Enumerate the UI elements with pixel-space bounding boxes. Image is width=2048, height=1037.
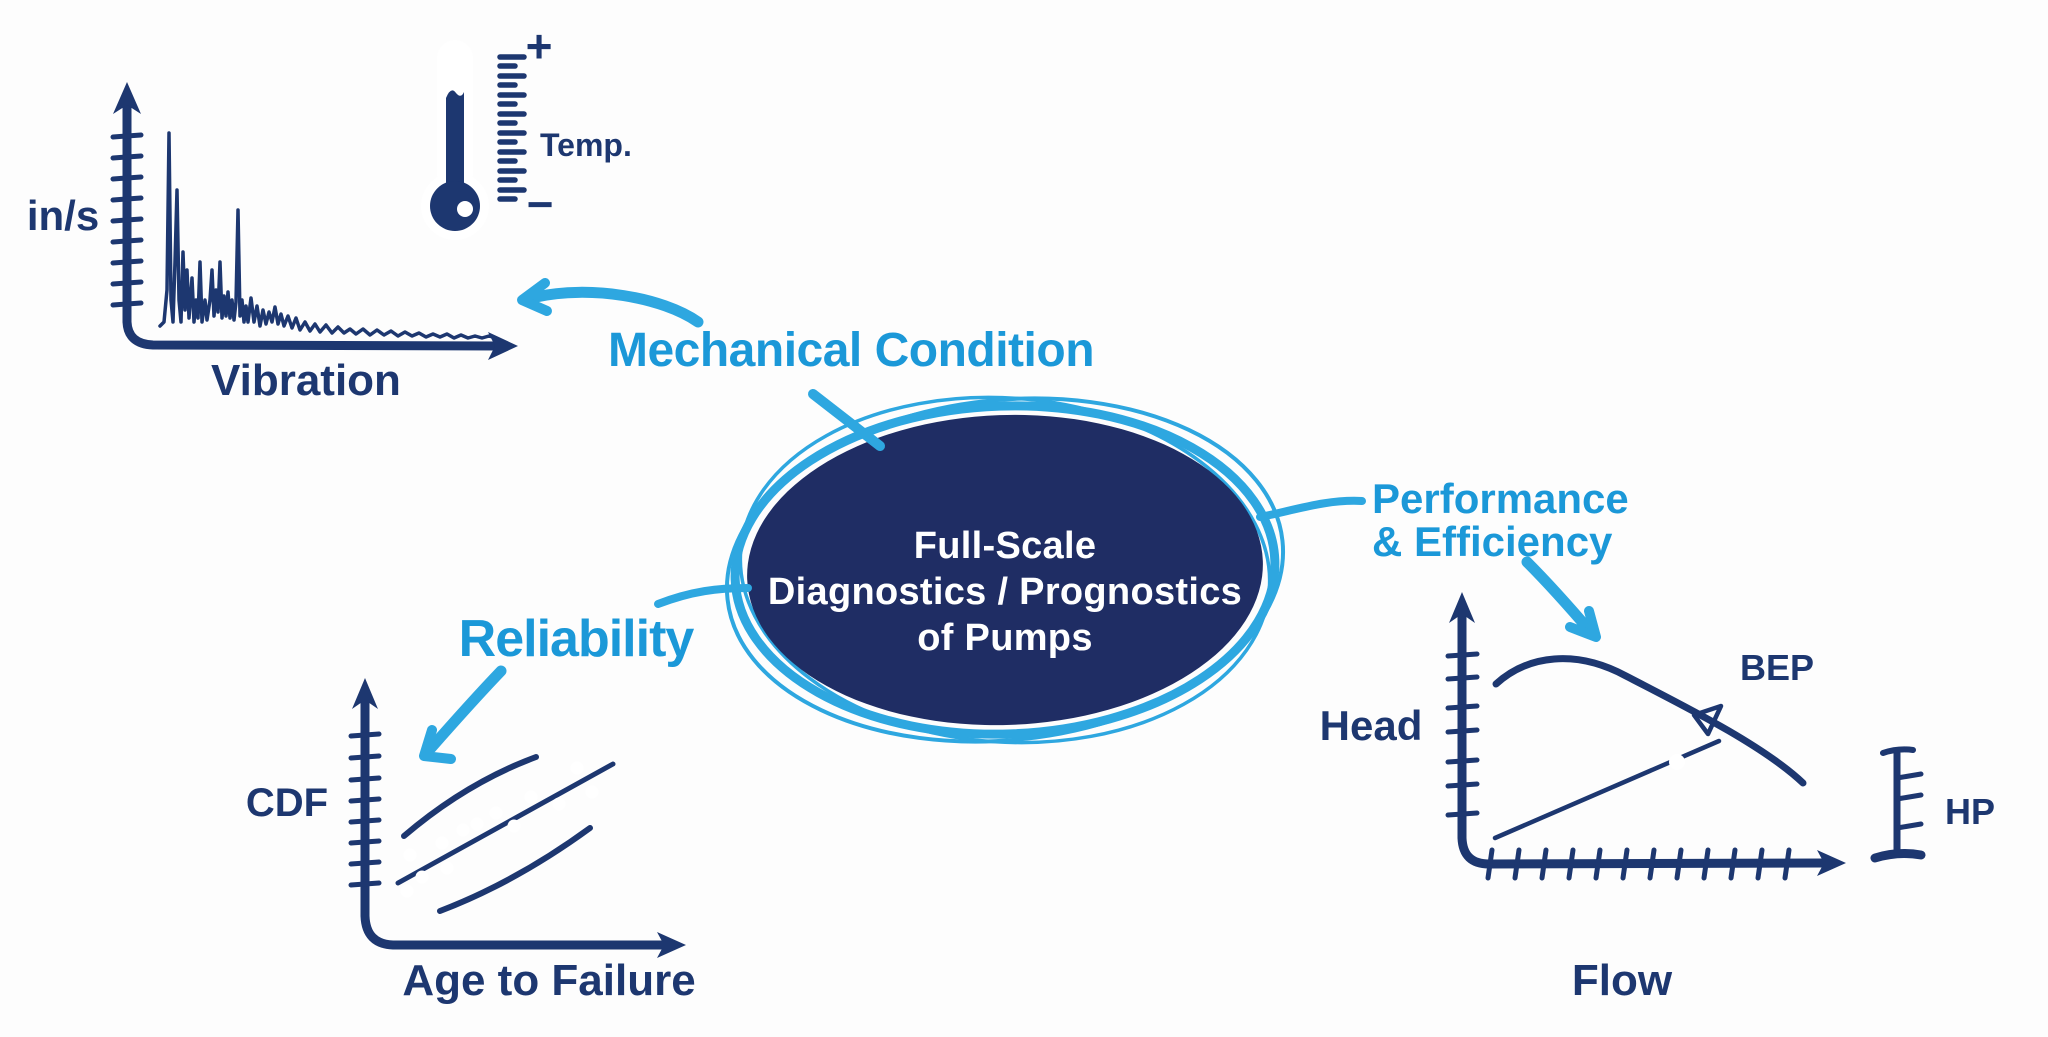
vibration-x-axis-label: Vibration bbox=[211, 356, 401, 405]
vibration-y-ticks bbox=[110, 132, 144, 308]
pump-y-ticks bbox=[1445, 651, 1480, 818]
vibration-y-axis-label: in/s bbox=[26, 192, 100, 239]
reliability-arrow bbox=[419, 665, 507, 764]
cdf-lower-band bbox=[437, 825, 593, 914]
branch-label-mechanical-condition: Mechanical Condition bbox=[607, 324, 1095, 377]
branch-label-reliability: Reliability bbox=[458, 610, 695, 668]
head-capacity-curve bbox=[1492, 655, 1807, 787]
bep-open-arrowhead bbox=[1691, 703, 1724, 737]
pump-y-axis-label: Head bbox=[1319, 702, 1423, 749]
cdf-x-axis-label: Age to Failure bbox=[402, 956, 696, 1005]
vibration-chart bbox=[110, 82, 518, 360]
mechanical-connector bbox=[808, 389, 885, 451]
cdf-fit-line bbox=[395, 761, 616, 886]
performance-arrow bbox=[1521, 556, 1601, 642]
temp-scale-icon bbox=[497, 54, 527, 202]
operating-point-marker bbox=[1669, 754, 1685, 770]
center-ellipse-title: Full-Scale Diagnostics / Prognostics of … bbox=[725, 523, 1285, 661]
cdf-upper-band bbox=[401, 754, 539, 839]
thermometer-icon bbox=[421, 40, 489, 240]
pump-chart bbox=[1445, 592, 1846, 881]
temp-minus-sign: − bbox=[526, 178, 554, 230]
temp-plus-sign: + bbox=[525, 20, 553, 72]
performance-connector bbox=[1256, 496, 1366, 521]
center-title-line1: Full-Scale bbox=[913, 525, 1097, 567]
cdf-scatter-points bbox=[400, 761, 599, 898]
temp-label: Temp. bbox=[540, 127, 632, 163]
center-ellipse bbox=[724, 395, 1286, 745]
branch-label-performance-line1: Performance bbox=[1372, 475, 1629, 522]
center-title-line2: Diagnostics / Prognostics bbox=[767, 571, 1243, 613]
vibration-spectrum-trace bbox=[158, 131, 498, 340]
bep-label: BEP bbox=[1739, 647, 1815, 688]
pump-x-axis-label: Flow bbox=[1571, 956, 1673, 1005]
reliability-connector bbox=[654, 584, 752, 608]
mechanical-arrow bbox=[517, 278, 704, 328]
center-title-line3: of Pumps bbox=[917, 617, 1093, 659]
efficiency-line bbox=[1492, 738, 1722, 841]
pump-x-ticks bbox=[1485, 847, 1792, 881]
cdf-chart bbox=[348, 678, 686, 958]
hp-gauge-icon bbox=[1870, 746, 1926, 863]
branch-label-performance-line2: & Efficiency bbox=[1372, 518, 1613, 565]
hp-label: HP bbox=[1944, 791, 1996, 832]
cdf-y-ticks bbox=[348, 731, 382, 888]
cdf-y-axis-label: CDF bbox=[245, 781, 329, 825]
